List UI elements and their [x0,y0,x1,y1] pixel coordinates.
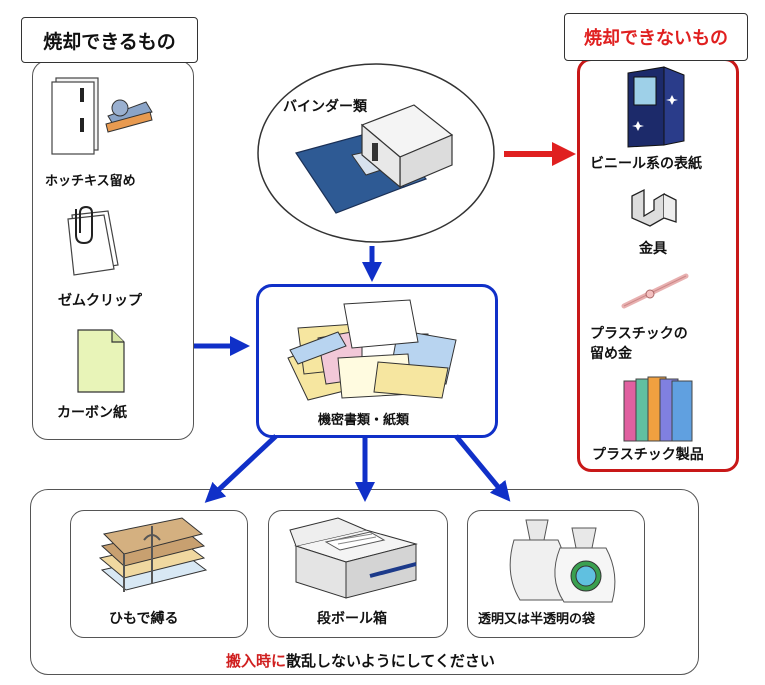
carbon-paper-icon [77,329,125,393]
vinyl-cover-icon [627,66,685,148]
plastic-bag-icon [509,519,616,603]
paper-pile-icon [287,299,457,401]
burnable-title: 焼却できるもの [21,17,198,63]
non-burnable-item-plastic-2: 留め金 [590,346,632,362]
footer-emphasis: 搬入時に [226,652,287,670]
footer-rest: 散乱しないようにしてください [286,652,495,670]
binder-icon [295,104,454,214]
paper-clip-icon [67,205,119,276]
metal-fitting-icon [631,188,677,227]
footer-text: 搬入時に散乱しないようにしてください [226,650,495,671]
center-label: 機密書類・紙類 [318,413,410,428]
stapled-papers-icon [51,77,153,155]
string-tied-papers-icon [98,517,208,592]
non-burnable-item-vinyl: ビニール系の表紙 [590,156,702,172]
non-burnable-item-plastic-1: プラスチックの [590,326,688,342]
binder-label: バインダー類 [283,99,367,115]
burnable-item-carbon: カーボン紙 [57,405,127,421]
burnable-item-clip: ゼムクリップ [58,293,142,309]
plastic-fastener-icon [621,273,689,309]
bundle-bag-label: 透明又は半透明の袋 [478,612,596,627]
arrow-center-to-bag [454,434,511,502]
non-burnable-title: 焼却できないもの [564,13,748,61]
non-burnable-item-metal: 金具 [639,241,667,257]
non-burnable-item-plastic-products: プラスチック製品 [592,447,704,463]
plastic-products-icon [623,376,693,442]
bundle-box-label: 段ボール箱 [317,611,387,627]
arrow-center-to-string [204,434,278,503]
bundle-string-label: ひもで縛る [109,611,179,627]
burnable-item-staple: ホッチキス留め [45,174,136,189]
cardboard-box-icon [289,517,418,599]
